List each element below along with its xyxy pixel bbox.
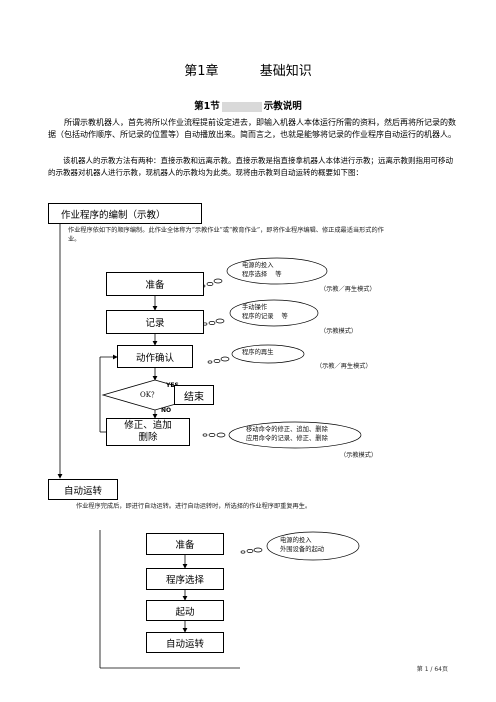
page-number: 第 1 / 64页: [416, 666, 448, 673]
prepare-cloud-text: 电源的投入 程序选择 等: [242, 262, 282, 278]
flow2-auto-run: 自动运转: [146, 632, 224, 653]
chapter-name: 基础知识: [259, 64, 312, 79]
modify-mode: （示教模式）: [340, 452, 378, 459]
yes-label: YES: [166, 382, 179, 389]
decision-label: OK？: [140, 391, 158, 399]
flow2-start: 起动: [146, 600, 224, 621]
step-record: 记录: [106, 310, 204, 334]
auto-run-note: 作业程序完成后，即进行自动运转。进行自动运转时，所选择的作业程序即重复再生。: [76, 503, 312, 510]
flow-header-note: 作业程序依如下的顺序编制。此作业全体称为“示教作业”或“教育作业”，即将作业程序…: [68, 227, 384, 243]
step-confirm: 动作确认: [117, 345, 193, 368]
record-cloud-text: 手动操作 程序的记录 等: [242, 304, 288, 320]
chapter-title: 第1章 基础知识: [0, 60, 496, 79]
no-label: NO: [161, 407, 172, 414]
chapter-label: 第1章: [184, 64, 219, 79]
step-end: 结束: [174, 385, 214, 405]
redacted-block: [221, 101, 262, 112]
flow2-program-select: 程序选择: [146, 568, 224, 590]
paragraph-intro: 所谓示教机器人，首先将所以作业流程提前设定进去，即输入机器人本体运行所需的资料，…: [48, 118, 456, 139]
confirm-cloud-text: 程序的再生: [242, 349, 274, 356]
modify-cloud-text: 移动命令的修正、追加、删除 应用命令的记录、修正、删除: [246, 426, 328, 442]
confirm-mode: （示教／再生模式）: [316, 363, 372, 370]
section-title: 第1节 示教说明: [0, 98, 496, 112]
record-mode: （示教模式）: [320, 328, 358, 335]
prepare-mode: （示教／再生模式）: [320, 286, 376, 293]
step-prepare: 准备: [106, 272, 204, 296]
flow-header-box: 作业程序的编制（示教）: [48, 203, 202, 224]
flow2-prepare: 准备: [146, 533, 224, 555]
step-auto-run: 自动运转: [48, 479, 118, 500]
flow2-prepare-cloud-text: 电源的投入 外围设备的起动: [280, 537, 325, 553]
paragraph-methods: 该机器人的示教方法有两种：直接示教和远离示教。直接示教是指直接拿机器人本体进行示…: [48, 156, 453, 177]
step-modify: 修正、追加 删除: [106, 418, 190, 446]
section-label: 第1节: [194, 101, 220, 112]
section-name: 示教说明: [263, 101, 302, 112]
